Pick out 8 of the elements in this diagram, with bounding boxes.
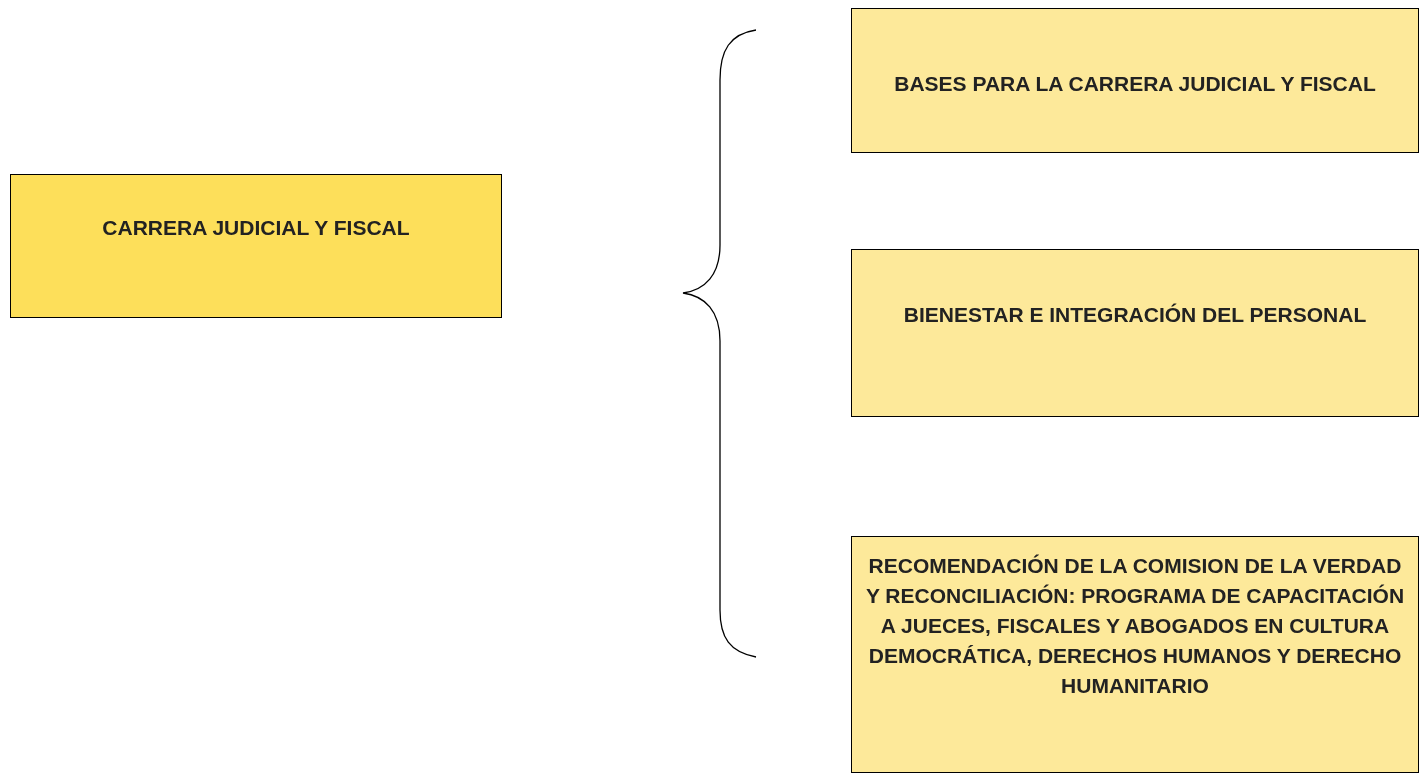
box-label: RECOMENDACIÓN DE LA COMISION DE LA VERDAD Y RECONCILIACIÓN: PROGRAMA DE CAPACITACIÓN A JUECES, FISCALES Y ABOGADOS EN CULTURA DEMOCRÁTICA, DERECHOS HUMANOS Y DERECHO HUMANITARIO	[864, 553, 1406, 699]
box-label: CARRERA JUDICIAL Y FISCAL	[102, 215, 410, 241]
text-box	[851, 249, 1419, 417]
box-label: BIENESTAR E INTEGRACIÓN DEL PERSONAL	[903, 302, 1367, 328]
text-box	[851, 536, 1419, 773]
box-label: BASES PARA LA CARRERA JUDICIAL Y FISCAL	[894, 71, 1376, 97]
text-box	[851, 8, 1419, 153]
text-box	[10, 174, 502, 318]
